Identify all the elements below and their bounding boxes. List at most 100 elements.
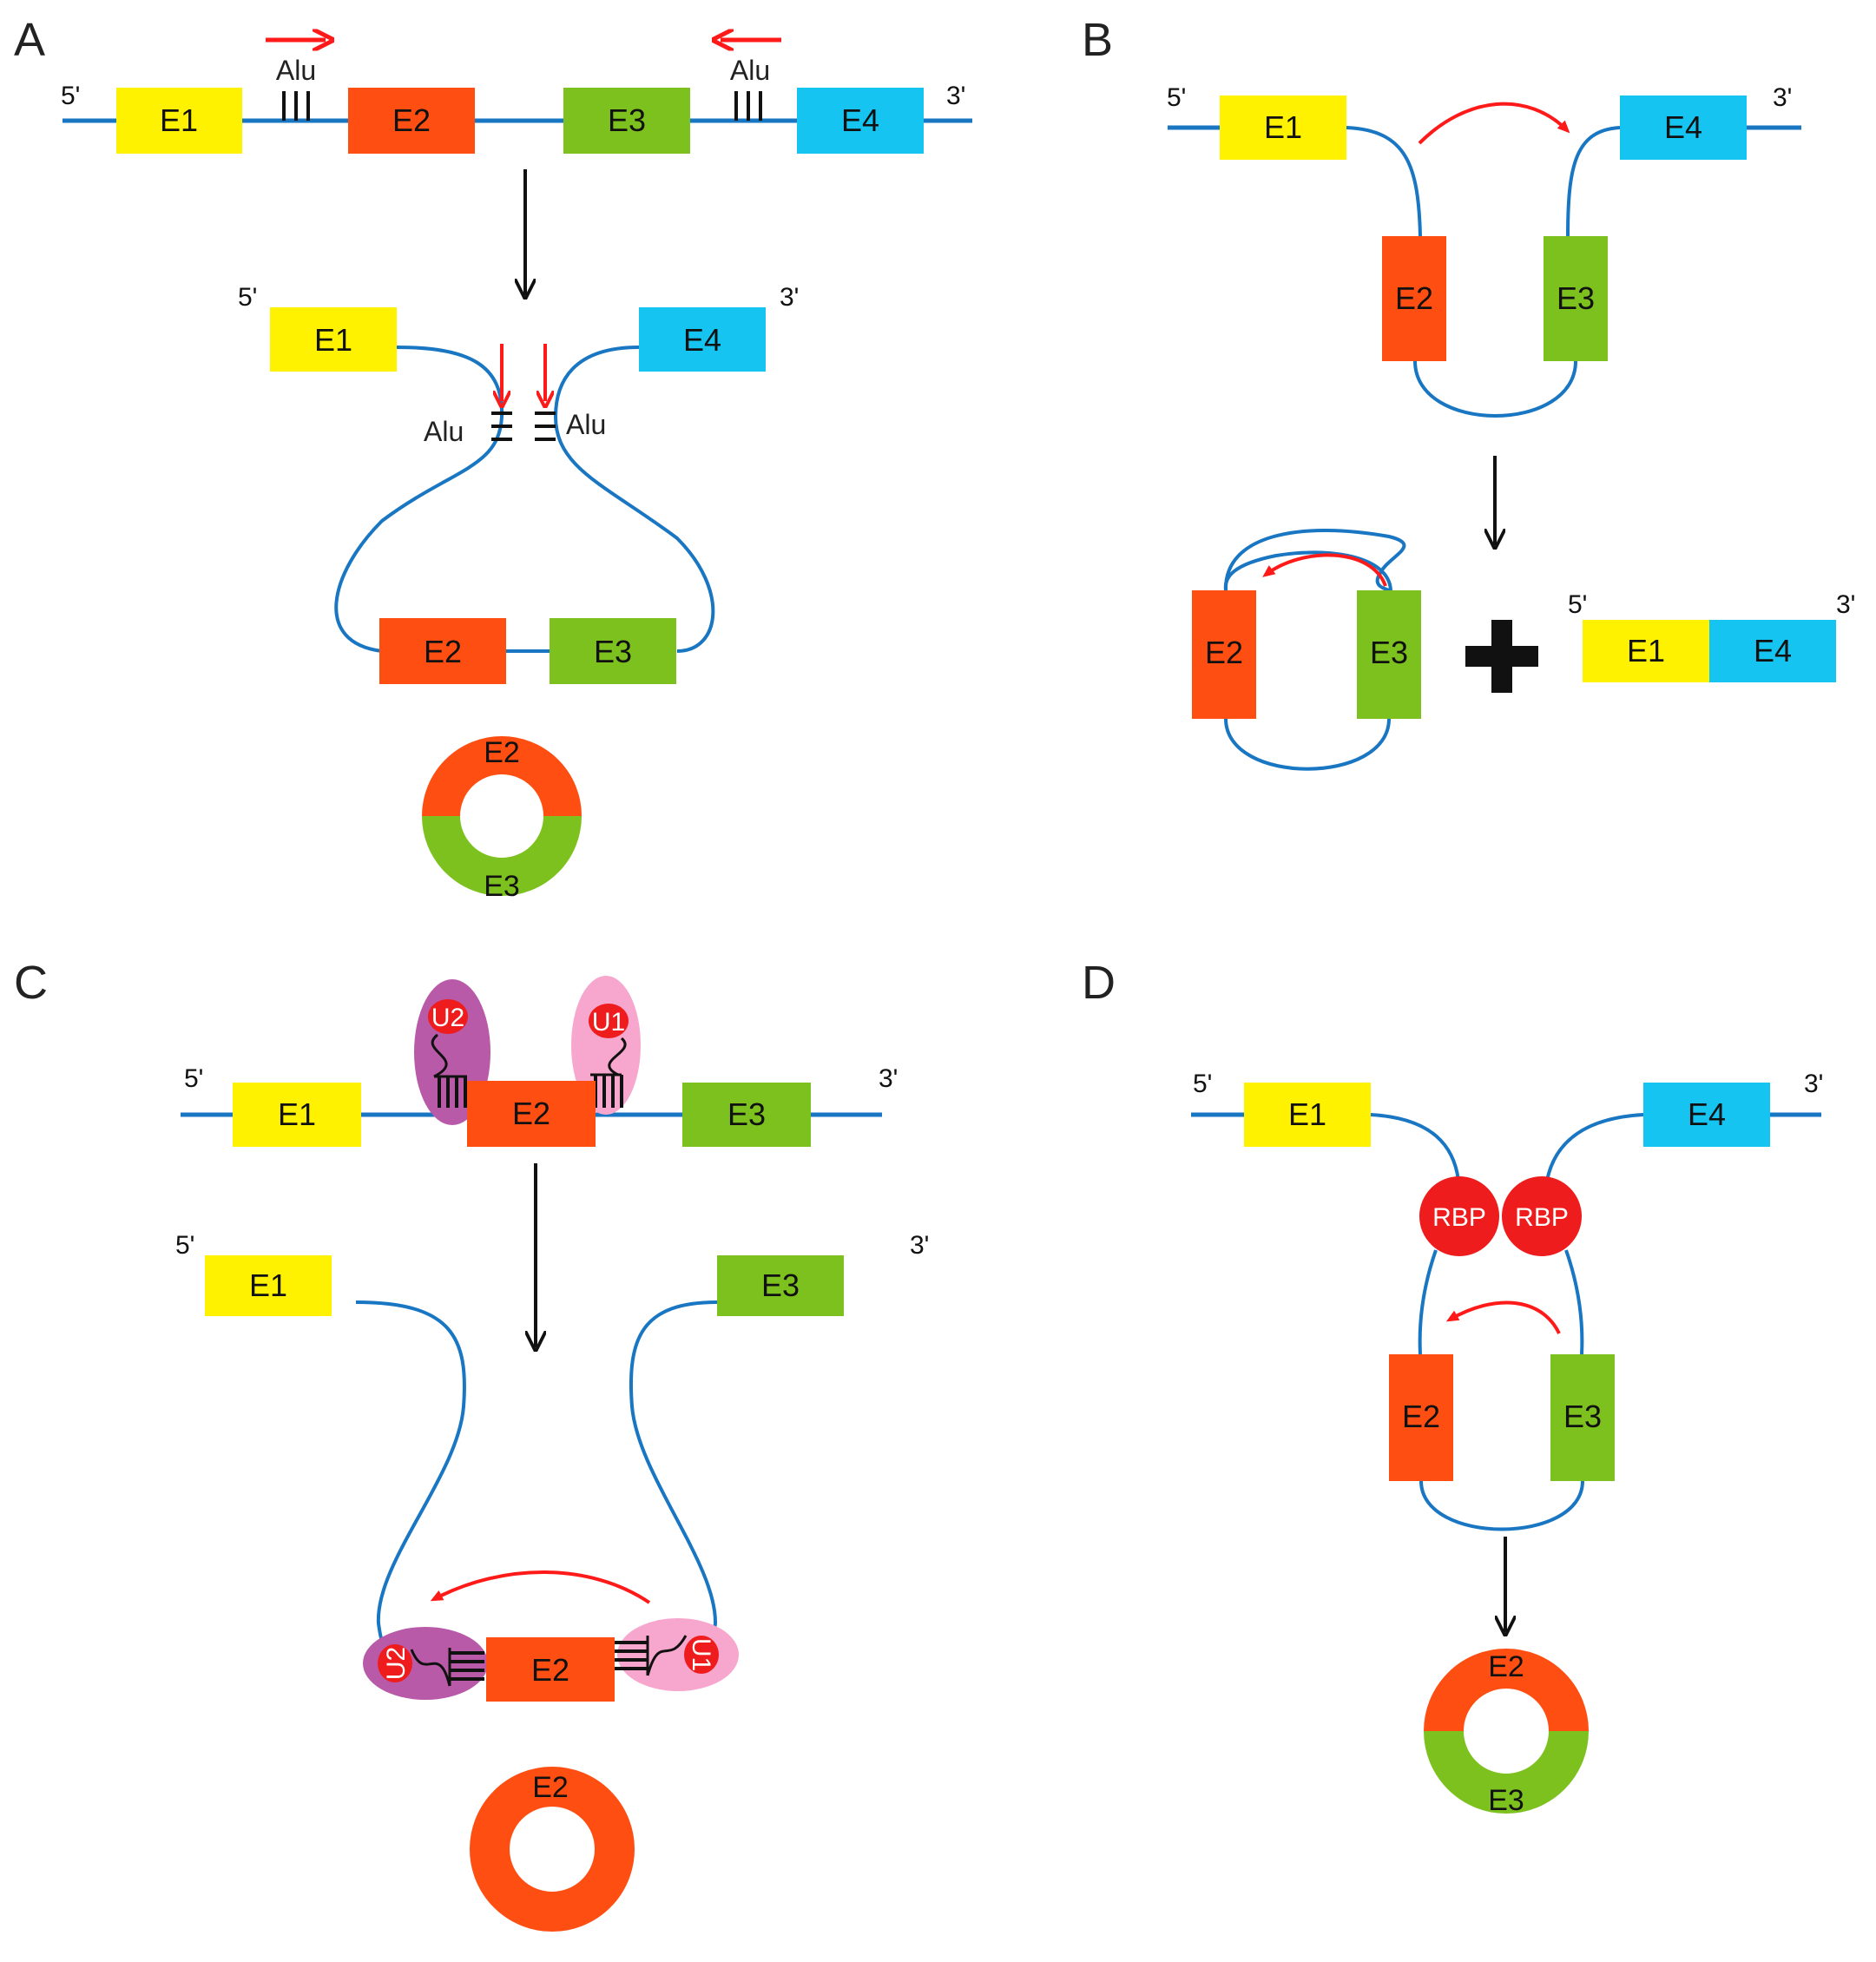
exon-e2-label: E2 — [512, 1096, 550, 1131]
exon-e1 — [1220, 95, 1346, 160]
u1-label: U1 — [687, 1638, 715, 1671]
intron-bottom-loop — [1419, 1480, 1584, 1531]
exon-e1 — [1244, 1083, 1371, 1147]
exon-e1 — [116, 88, 242, 154]
three-prime-label: 3' — [910, 1231, 929, 1260]
alu-label: Alu — [276, 55, 316, 86]
exon-e3-label: E3 — [1563, 1399, 1602, 1434]
three-prime-label: 3' — [879, 1064, 898, 1093]
exon-e2-label: E2 — [424, 634, 462, 669]
three-prime-label: 3' — [946, 82, 965, 110]
red-curved-arrow-icon — [430, 1570, 651, 1604]
panel-a-letter: A — [14, 14, 45, 66]
plus-sign-icon — [1465, 620, 1538, 693]
exon-e3 — [563, 88, 690, 154]
five-prime-label: 5' — [184, 1064, 203, 1093]
alu-pairing-right: Alu — [535, 409, 606, 441]
exon-e3-label: E3 — [1557, 280, 1595, 316]
exon-e4 — [797, 88, 924, 154]
lariat-loop-inner — [1223, 550, 1392, 591]
rbp-protein-right: RBP — [1502, 1176, 1582, 1256]
exon-e3 — [682, 1083, 811, 1147]
alu-label: Alu — [566, 409, 606, 440]
alu-label: Alu — [730, 55, 770, 86]
exon-e4-label: E4 — [1688, 1096, 1726, 1132]
panel-d-letter: D — [1082, 957, 1116, 1009]
exon-e4-label: E4 — [1664, 109, 1702, 145]
exon-e2 — [467, 1081, 596, 1147]
lariat-loop-top — [1223, 528, 1406, 592]
exon-e3 — [550, 618, 676, 684]
rbp-protein-left: RBP — [1419, 1176, 1499, 1256]
red-curved-arrow-icon — [1418, 102, 1570, 145]
exon-e2 — [486, 1637, 615, 1702]
exon-e2 — [1382, 236, 1446, 361]
intron-loop-right — [553, 346, 715, 653]
exon-e2-label: E2 — [392, 102, 431, 138]
exon-e2 — [379, 618, 506, 684]
alu-label: Alu — [424, 416, 464, 447]
panel-c: C 5' 3' E1 U2 U1 — [14, 957, 929, 1932]
red-curved-arrow-icon — [1445, 1300, 1561, 1334]
five-prime-label: 5' — [1568, 590, 1587, 619]
exon-e4 — [1643, 1083, 1770, 1147]
intron-left-lower — [1418, 1249, 1438, 1355]
intron-right — [1566, 126, 1621, 237]
exon-e1-label: E1 — [1288, 1096, 1326, 1132]
exon-e1-label: E1 — [1627, 633, 1665, 668]
exon-e3-label: E3 — [608, 102, 646, 138]
exon-e2-label: E2 — [1205, 635, 1243, 670]
u2-label: U2 — [382, 1647, 411, 1680]
exon-e1 — [205, 1255, 332, 1316]
three-prime-label: 3' — [1804, 1070, 1823, 1098]
ring-e2-label: E2 — [532, 1771, 569, 1804]
five-prime-label: 5' — [61, 82, 80, 110]
exon-e3-label: E3 — [761, 1267, 800, 1303]
circrna-ring-e2: E2 — [470, 1767, 635, 1932]
rbp-label: RBP — [1432, 1203, 1486, 1232]
intron-right — [629, 1300, 718, 1642]
exon-e4-label: E4 — [841, 102, 879, 138]
exon-e1-label: E1 — [278, 1096, 316, 1132]
exon-e1-label: E1 — [160, 102, 198, 138]
red-curved-arrow-icon — [1262, 553, 1387, 587]
panel-b: B 5' 3' E1 E4 E2 E3 E2 E3 5' — [1082, 14, 1855, 771]
exon-e1 — [1583, 620, 1709, 682]
alu-element-left: Alu — [266, 40, 326, 121]
exon-e4 — [1620, 95, 1747, 160]
intron-right-lower — [1564, 1249, 1584, 1355]
three-prime-label: 3' — [1836, 590, 1855, 619]
ring-e2-label: E2 — [1488, 1650, 1524, 1683]
intron-left — [355, 1300, 466, 1642]
ring-e2-label: E2 — [484, 736, 520, 769]
intron-bottom-loop — [1413, 360, 1577, 418]
exon-e4 — [639, 307, 766, 372]
panel-b-letter: B — [1082, 14, 1113, 66]
panel-a: A 5' 3' E1 E2 E3 E4 Alu Alu — [14, 14, 972, 903]
exon-e2 — [348, 88, 475, 154]
exon-e3-label: E3 — [727, 1096, 766, 1132]
intron-right — [1545, 1113, 1644, 1182]
exon-e2 — [1192, 590, 1256, 719]
panel-d: D 5' 3' E1 E4 RBP RBP E2 E3 E2 — [1082, 957, 1823, 1817]
exon-e2-label: E2 — [1402, 1399, 1440, 1434]
exon-e3 — [1357, 590, 1421, 719]
five-prime-label: 5' — [238, 283, 257, 312]
alu-pairing-left: Alu — [424, 411, 512, 447]
intron-left — [1346, 126, 1422, 237]
exon-e3 — [717, 1255, 844, 1316]
circrna-ring: E2 E3 — [422, 736, 582, 903]
exon-e4-label: E4 — [1754, 633, 1792, 668]
five-prime-label: 5' — [1167, 83, 1186, 112]
u1-label: U1 — [592, 1008, 625, 1037]
ring-e3-label: E3 — [484, 870, 520, 903]
exon-e3 — [1544, 236, 1608, 361]
u2-label: U2 — [431, 1004, 464, 1032]
three-prime-label: 3' — [1773, 83, 1792, 112]
panel-c-letter: C — [14, 957, 48, 1009]
exon-e2-label: E2 — [1395, 280, 1433, 316]
exon-e2-label: E2 — [531, 1652, 569, 1688]
exon-e1 — [270, 307, 397, 372]
exon-e4-label: E4 — [683, 322, 721, 358]
